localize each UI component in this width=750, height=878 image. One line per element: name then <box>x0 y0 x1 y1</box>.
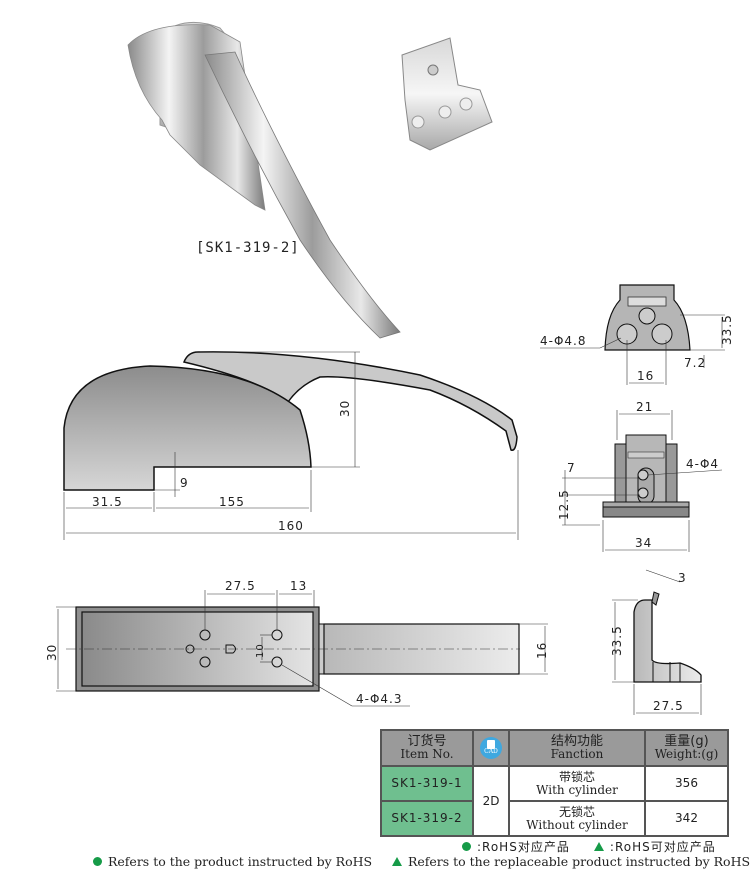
dim-total: 160 <box>278 519 304 533</box>
dim-height: 30 <box>338 400 352 417</box>
function-cn: 无锁芯 <box>558 804 595 819</box>
table-row: SK1-319-2 无锁芯 Without cylinder 342 <box>380 800 729 837</box>
holes-label: 4-Φ4 <box>686 457 719 471</box>
dim-offset: 7.2 <box>684 356 706 370</box>
dim-height: 33.5 <box>720 314 734 345</box>
side-view-drawing: 30 9 31.5 155 160 <box>63 351 519 540</box>
dim-middle: 155 <box>219 495 245 509</box>
plan-view-drawing: 27.5 13 30 10 16 4-Φ4.3 <box>45 579 549 707</box>
dim-edge-offset: 13 <box>290 579 307 593</box>
rohs-triangle-icon <box>391 857 402 866</box>
holes-label: 4-Φ4.3 <box>356 692 403 706</box>
legend-cn-dot: :RoHS对应产品 <box>477 840 570 854</box>
legend-en-tri: Refers to the replaceable product instru… <box>407 854 750 869</box>
item-number: SK1-319-2 <box>380 800 474 837</box>
item-number: SK1-319-1 <box>380 765 474 802</box>
function-en: Without cylinder <box>526 817 628 832</box>
bracket-front-view: 21 4-Φ4 7 12.5 34 <box>557 400 723 552</box>
dim-hole-spacing: 27.5 <box>225 579 256 593</box>
header-function-en: Fanction <box>550 747 604 761</box>
handle-photo <box>127 21 401 339</box>
dim-base-width: 34 <box>635 536 652 550</box>
weight-value: 356 <box>644 765 729 802</box>
function-en: With cylinder <box>536 782 618 797</box>
dim-step: 9 <box>180 476 189 490</box>
legend-en: Refers to the product instructed by RoHS… <box>93 854 750 869</box>
holes-label: 4-Φ4.8 <box>540 334 587 348</box>
dim-vertical-spacing: 10 <box>255 643 266 658</box>
rohs-dot-icon <box>93 857 102 866</box>
header-item-cn: 订货号 <box>407 734 447 749</box>
dim-thickness: 3 <box>678 571 687 585</box>
function-cell: 无锁芯 Without cylinder <box>508 800 646 837</box>
dim-height: 33.5 <box>610 625 624 656</box>
legend-cn: :RoHS对应产品 :RoHS可对应产品 <box>462 838 716 855</box>
dim-left-lower: 12.5 <box>557 489 571 520</box>
header-cad: CAD <box>472 729 510 767</box>
rohs-dot-icon <box>462 842 471 851</box>
dim-left-upper: 7 <box>567 461 576 475</box>
cad-icon: CAD <box>480 737 502 759</box>
dim-top-width: 21 <box>636 400 653 414</box>
rohs-triangle-icon <box>593 842 604 851</box>
header-weight-cn: 重量(g) <box>664 734 709 749</box>
product-code-label: [SK1-319-2] <box>196 240 300 256</box>
function-cn: 带锁芯 <box>558 769 595 784</box>
bracket-side-view: 3 33.5 27.5 <box>610 569 702 715</box>
header-item: 订货号 Item No. <box>380 729 474 767</box>
weight-value: 342 <box>644 800 729 837</box>
header-item-en: Item No. <box>400 747 454 761</box>
header-weight-en: Weight:(g) <box>654 747 719 761</box>
legend-en-dot: Refers to the product instructed by RoHS <box>108 854 373 869</box>
header-function: 结构功能 Fanction <box>508 729 646 767</box>
dim-shaft-width: 16 <box>535 642 549 659</box>
dim-left: 31.5 <box>92 495 123 509</box>
header-function-cn: 结构功能 <box>550 734 603 749</box>
bracket-photo <box>401 37 493 151</box>
dim-spacing: 16 <box>637 369 654 383</box>
spec-table: 订货号 Item No. CAD 结构功能 Fanction 重量(g) Wei… <box>380 729 729 837</box>
table-header-row: 订货号 Item No. CAD 结构功能 Fanction 重量(g) Wei… <box>380 729 729 767</box>
dim-height: 30 <box>45 644 59 661</box>
table-row: SK1-319-1 2D 带锁芯 With cylinder 356 <box>380 765 729 837</box>
function-cell: 带锁芯 With cylinder <box>508 765 646 802</box>
cad-value: 2D <box>472 765 510 837</box>
legend-cn-tri: :RoHS可对应产品 <box>609 840 716 854</box>
dim-width: 27.5 <box>653 699 684 713</box>
header-weight: 重量(g) Weight:(g) <box>644 729 729 767</box>
bracket-top-view: 4-Φ4.8 33.5 7.2 16 <box>540 284 734 385</box>
